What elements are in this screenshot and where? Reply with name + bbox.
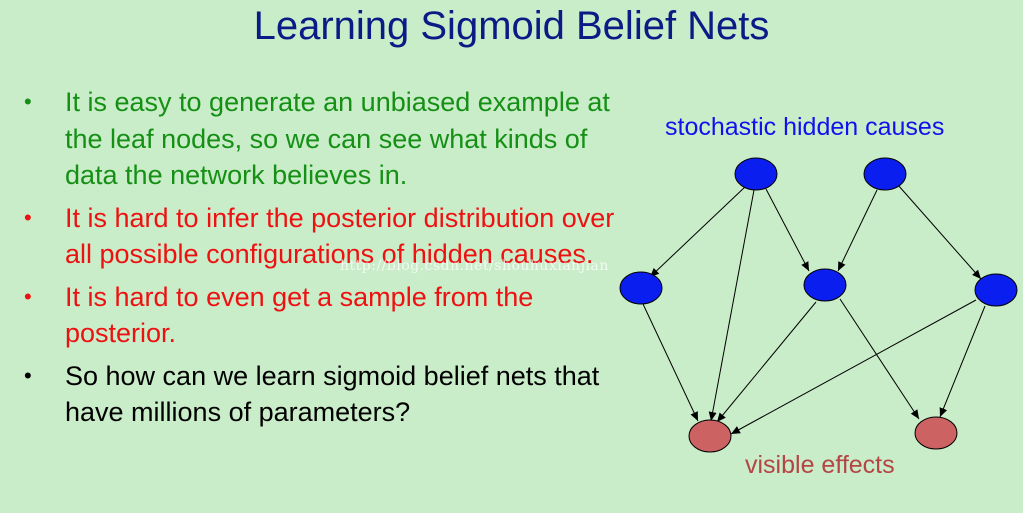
- edge-h1-m1: [649, 185, 747, 278]
- bullet-item-hard-infer: • It is hard to infer the posterior dist…: [22, 200, 622, 273]
- bullet-marker: •: [24, 89, 32, 114]
- bullet-list: • It is easy to generate an unbiased exa…: [22, 84, 622, 437]
- edge-m3-v2: [939, 305, 986, 418]
- edge-m2-v1: [716, 301, 817, 423]
- bullet-item-hard-sample: • It is hard to even get a sample from t…: [22, 279, 622, 352]
- bullet-marker: •: [24, 204, 32, 230]
- slide-title: Learning Sigmoid Belief Nets: [253, 4, 770, 48]
- bullet-text: It is hard to even get a sample from the…: [65, 281, 534, 349]
- edge-h2-m3: [897, 184, 982, 280]
- hidden-node-mid-1: [619, 271, 663, 305]
- bullet-marker: •: [24, 362, 32, 388]
- hidden-causes-label: stochastic hidden causes: [665, 113, 945, 141]
- hidden-node-top-2: [863, 157, 907, 191]
- bullet-text: So how can we learn sigmoid belief nets …: [65, 360, 600, 428]
- watermark: http://blog.csdn.net/shouhuxianjian: [340, 258, 609, 274]
- visible-effects-label: visible effects: [745, 451, 895, 479]
- edge-h1-v1: [708, 189, 755, 422]
- edge-m3-v1: [730, 299, 977, 435]
- visible-node-2: [914, 416, 958, 450]
- edge-m2-v2: [839, 298, 920, 420]
- bullet-marker: •: [24, 283, 32, 309]
- visible-node-1: [688, 419, 732, 453]
- edge-h2-m2: [837, 189, 878, 272]
- hidden-node-mid-3: [974, 273, 1018, 307]
- bullet-text: It is easy to generate an unbiased examp…: [65, 87, 610, 190]
- hidden-node-top-1: [734, 157, 778, 191]
- bullet-item-easy-generate: • It is easy to generate an unbiased exa…: [22, 84, 622, 194]
- edge-m1-v1: [642, 303, 699, 422]
- bullet-item-how-learn: • So how can we learn sigmoid belief net…: [22, 358, 622, 431]
- edge-h1-m2: [765, 188, 810, 272]
- hidden-node-mid-2: [803, 268, 847, 302]
- bullet-text: It is hard to infer the posterior distri…: [65, 202, 615, 270]
